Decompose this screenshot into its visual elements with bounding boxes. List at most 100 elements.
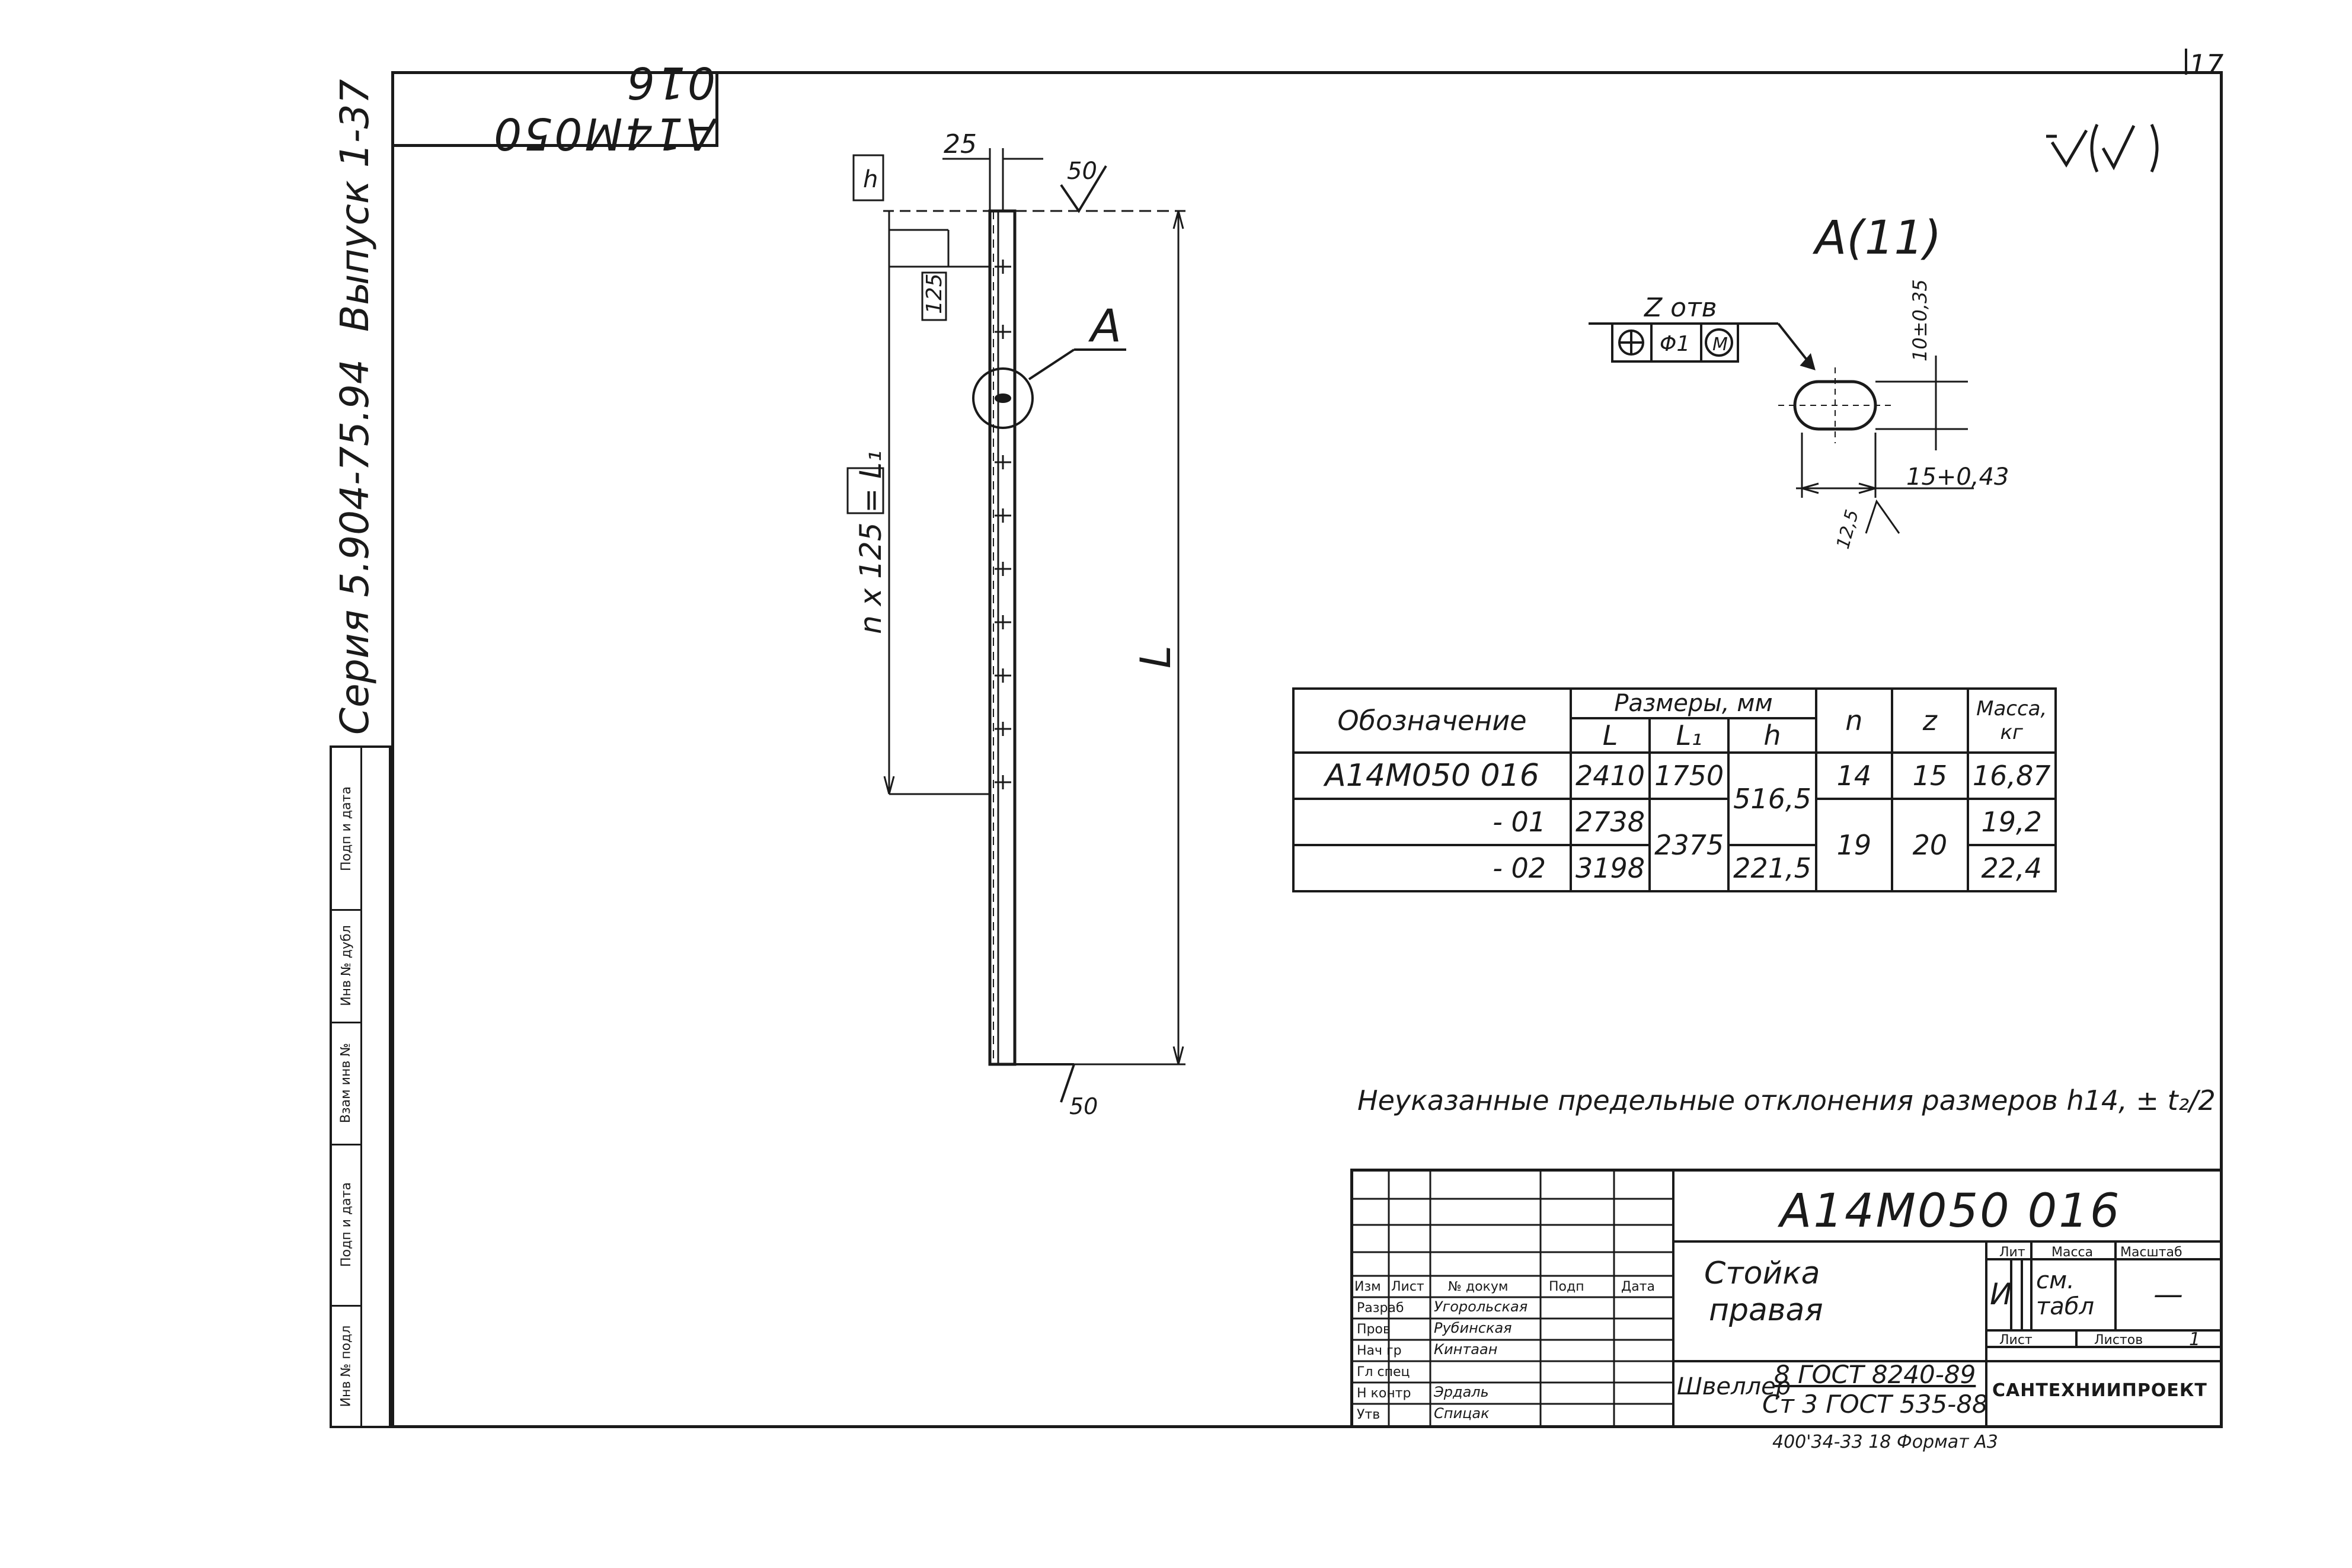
dim-h-lines (852, 154, 990, 794)
tb-sheet-label: Лист (1999, 1333, 2033, 1348)
side-cell-podp-data-2: Подп и дата (332, 1144, 360, 1307)
view-a-label: A (1088, 299, 1121, 352)
tb-name-1: Угорольская (1434, 1298, 1528, 1315)
row2-designation: - 01 (1292, 798, 1572, 846)
tb-col-izm: Изм (1354, 1279, 1381, 1294)
tolerance-phi-text: Φ1 (1660, 332, 1690, 356)
tb-lit-label: Лит (1999, 1245, 2025, 1260)
row3-L: 3198 (1569, 844, 1651, 892)
tb-scale-value: — (2153, 1277, 2183, 1311)
tb-material-line2: Ст 3 ГОСТ 535-88 (1762, 1390, 1988, 1419)
row23-n: 19 (1814, 798, 1893, 892)
tb-role-3: Нач гр (1357, 1343, 1402, 1358)
tb-material-prefix: Швеллер (1677, 1373, 1791, 1400)
tb-org: САНТЕХНИИПРОЕКТ (1992, 1380, 2207, 1401)
row3-mass: 22,4 (1966, 844, 2057, 892)
tb-main-lines (1672, 1172, 2220, 1425)
hole-marks (995, 260, 1011, 789)
tb-name-line1: Стойка (1704, 1256, 1820, 1291)
drawing-frame (391, 71, 2223, 1428)
tb-name-line2: правая (1709, 1292, 1823, 1328)
th-dims: Размеры, мм (1570, 687, 1817, 719)
tb-role-4: Гл спец (1357, 1365, 1410, 1380)
footer-format: 400'34-33 18 Формат А3 (1772, 1432, 1998, 1452)
dim-L-text: L (1132, 645, 1180, 668)
row3-h: 221,5 (1727, 844, 1817, 892)
dim-10-text: 10±0,35 (1909, 279, 1931, 361)
tb-mass-value: см. табл (2036, 1267, 2095, 1320)
roughness-50-bottom (1015, 1063, 1075, 1103)
side-cell-vzam-inv: Взам инв № (332, 1022, 360, 1145)
row1-designation: А14М050 016 (1292, 751, 1572, 800)
dim-125-lines (889, 230, 990, 321)
tb-material-line1: 8 ГОСТ 8240-89 (1774, 1360, 1976, 1389)
dim-L-lines (1015, 210, 1185, 1065)
th-n: n (1814, 687, 1893, 754)
detail-slot (1778, 367, 1892, 443)
tolerance-z-text: Z отв (1644, 293, 1717, 323)
tb-designation: А14М050 016 (1780, 1185, 2121, 1238)
tb-col-data: Дата (1621, 1279, 1655, 1294)
tb-name-6: Спицак (1434, 1405, 1490, 1422)
side-cell-podp-data-1: Подп и дата (332, 748, 360, 911)
tolerance-note: Неуказанные предельные отклонения размер… (1357, 1084, 2216, 1116)
dim-125-text: 125 (922, 273, 947, 314)
detail-dims (1796, 356, 1974, 534)
row2-mass: 19,2 (1966, 798, 2057, 846)
th-mass: Масса, кг (1966, 687, 2057, 754)
tb-role-1: Разраб (1357, 1301, 1404, 1316)
tb-col-podp: Подп (1549, 1279, 1584, 1294)
dim-50-top-text: 50 (1067, 158, 1097, 185)
tb-col-docnum: № докум (1448, 1279, 1509, 1294)
tb-role-6: Утв (1357, 1407, 1380, 1422)
side-stamp-divider (360, 748, 362, 1427)
row23-L1: 2375 (1648, 798, 1730, 892)
dim-125-detail-text: 12,5 (1833, 507, 1863, 551)
th-designation: Обозначение (1292, 687, 1572, 754)
dim-h-text: h (863, 166, 878, 193)
dim-25-lines (942, 148, 1043, 211)
tb-lit-value: И (1990, 1277, 2012, 1311)
row2-L: 2738 (1569, 798, 1651, 846)
th-z: z (1890, 687, 1969, 754)
tb-col-list: Лист (1391, 1279, 1424, 1294)
th-L1: L₁ (1648, 717, 1730, 754)
title-block: Изм Лист № докум Подп Дата Разраб Угорол… (1350, 1169, 2223, 1428)
row12-h: 516,5 (1727, 751, 1817, 846)
row1-z: 15 (1890, 751, 1969, 800)
tb-role-2: Пров (1357, 1322, 1391, 1337)
row1-mass: 16,87 (1966, 751, 2057, 800)
tb-name-3: Кинтаан (1434, 1341, 1498, 1358)
tolerance-m-text: M (1712, 334, 1728, 355)
dim-nx125-lines (846, 467, 990, 795)
row1-n: 14 (1814, 751, 1893, 800)
tb-name-5: Эрдаль (1434, 1384, 1489, 1400)
side-stamp: Подп и дата Инв № дубл Взам инв № Подп и… (330, 745, 391, 1428)
tolerance-frame (1589, 322, 1816, 370)
tb-name-2: Рубинская (1434, 1320, 1512, 1336)
tb-sheets-value: 1 (2189, 1329, 2201, 1350)
tb-mass-label: Масса (2051, 1245, 2094, 1260)
row1-L1: 1750 (1648, 751, 1730, 800)
dim-15-text: 15+0,43 (1906, 463, 2009, 491)
row1-L: 2410 (1569, 751, 1651, 800)
top-designation-stamp: А14М050 016 (391, 57, 718, 159)
tb-scale-label: Масштаб (2120, 1245, 2182, 1260)
dim-25-text: 25 (944, 129, 977, 159)
tb-role-5: Н контр (1357, 1386, 1411, 1401)
dim-50-bottom-text: 50 (1069, 1093, 1098, 1119)
th-L: L (1569, 717, 1651, 754)
tb-sign-lines (1353, 1172, 1673, 1425)
row23-z: 20 (1890, 798, 1969, 892)
spec-table: Обозначение Размеры, мм n z Масса, кг L … (1292, 687, 2057, 892)
view-a-callout (972, 348, 1126, 429)
roughness-symbol (2046, 123, 2159, 173)
th-h: h (1727, 717, 1817, 754)
dim-nx125-text: n x 125 = L₁ (854, 450, 888, 634)
side-cell-inv-dubl: Инв № дубл (332, 909, 360, 1023)
row3-designation: - 02 (1292, 844, 1572, 892)
detail-title: A(11) (1812, 212, 1941, 265)
tb-sign-grid: Изм Лист № докум Подп Дата Разраб Угорол… (1353, 1172, 1673, 1425)
tb-sheets-label: Листов (2094, 1333, 2143, 1348)
